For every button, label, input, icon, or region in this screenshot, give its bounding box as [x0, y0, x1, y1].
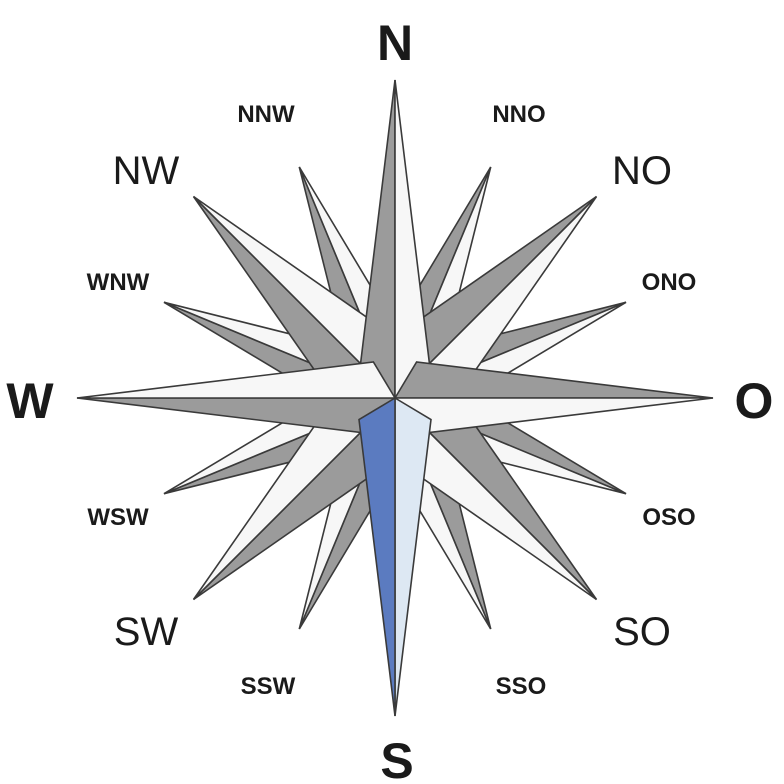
label-northeast: NO: [612, 149, 672, 193]
label-wnw: WNW: [87, 269, 150, 296]
label-ssw: SSW: [241, 673, 296, 700]
ray-south-needle-dark-half: [358, 396, 396, 717]
label-ono: ONO: [642, 269, 697, 296]
ray-east-light-half: [393, 397, 714, 435]
label-sso: SSO: [496, 673, 547, 700]
ray-west-light-half: [76, 361, 397, 399]
ray-west-dark-half: [76, 397, 397, 435]
label-wsw: WSW: [87, 504, 149, 531]
label-west: W: [6, 373, 54, 429]
label-northwest: NW: [113, 149, 180, 193]
label-nno: NNO: [492, 101, 545, 128]
label-southeast: SO: [613, 610, 671, 654]
label-south: S: [380, 733, 413, 784]
intercardinal-rays: [192, 195, 598, 601]
cardinal-rays: [76, 79, 714, 717]
ray-south-needle-light-half: [394, 396, 432, 717]
label-north: N: [377, 15, 413, 71]
label-nnw: NNW: [237, 101, 295, 128]
ray-north-light-half: [394, 79, 432, 400]
label-southwest: SW: [114, 610, 179, 654]
ray-north-dark-half: [358, 79, 396, 400]
ray-east-dark-half: [393, 361, 714, 399]
label-east: O: [735, 373, 774, 429]
label-oso: OSO: [642, 504, 695, 531]
